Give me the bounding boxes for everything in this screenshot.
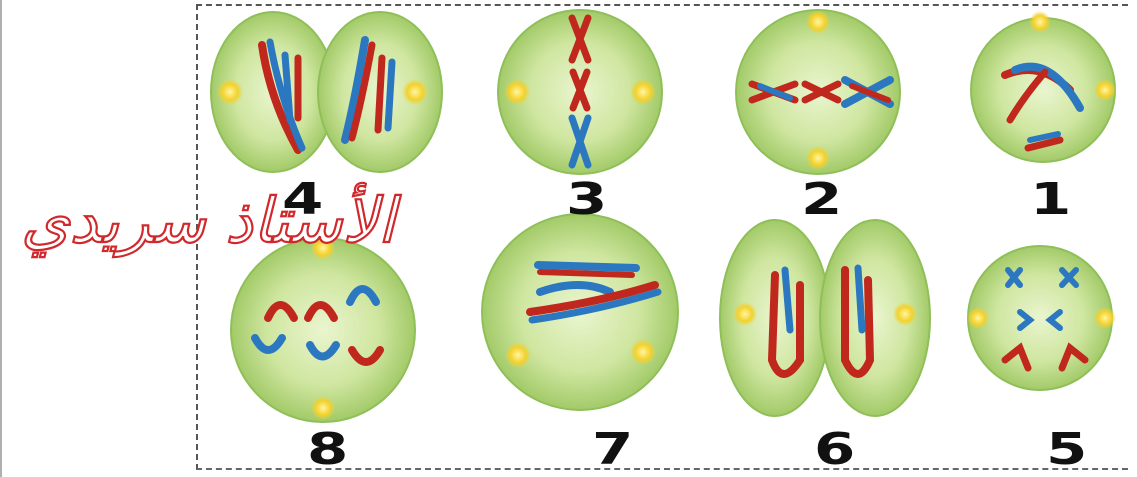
centrosome-icon — [1029, 11, 1051, 33]
centrosome-icon — [402, 79, 428, 105]
cell-1 — [971, 11, 1116, 162]
centrosome-icon — [217, 79, 243, 105]
centrosome-icon — [806, 10, 830, 34]
cell-2 — [736, 10, 900, 174]
centrosome-icon — [733, 302, 757, 326]
centrosome-icon — [311, 396, 335, 420]
centrosome-icon — [630, 79, 656, 105]
centrosome-icon — [504, 79, 530, 105]
cell-4 — [211, 12, 442, 172]
centrosome-icon — [630, 339, 656, 365]
cell-6 — [720, 220, 930, 416]
stage-number-5: 5 — [1046, 428, 1087, 472]
stage-number-3: 3 — [566, 178, 607, 222]
watermark: الأستاذ سريدي — [8, 170, 408, 280]
centrosome-icon — [806, 146, 830, 170]
cell-3 — [498, 10, 662, 174]
stage-number-1: 1 — [1030, 178, 1071, 222]
centrosome-icon — [893, 302, 917, 326]
centrosome-icon — [1094, 307, 1116, 329]
centrosome-icon — [1094, 79, 1116, 101]
cell-7 — [482, 214, 678, 410]
stage-number-6: 6 — [814, 428, 855, 472]
centrosome-icon — [967, 307, 989, 329]
stage-number-7: 7 — [592, 428, 633, 472]
watermark-text: الأستاذ سريدي — [21, 182, 402, 258]
cell-5 — [967, 246, 1116, 390]
centrosome-icon — [505, 342, 531, 368]
stage-number-2: 2 — [801, 178, 842, 222]
stage-number-8: 8 — [307, 428, 348, 472]
